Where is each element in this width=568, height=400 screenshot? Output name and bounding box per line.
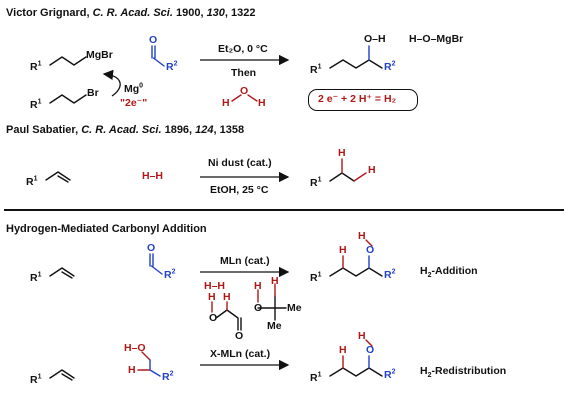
product-r1: R1 (310, 63, 322, 76)
sabatier-r1: R1 (26, 175, 38, 188)
redistribution-product-h: H (339, 344, 347, 356)
redistribution-product-r2: R2 (384, 368, 396, 381)
grignard-page: , 1322 (224, 7, 256, 19)
ethane-h-top: H (338, 147, 346, 159)
ipa-o: O (254, 302, 263, 314)
redistribution-product-bonds (329, 367, 383, 377)
addition-product-h: H (339, 244, 347, 256)
alkene-bonds (45, 171, 71, 183)
grignard-conditions: Et₂O, 0 °C (218, 43, 268, 55)
aldehyde-r2: R2 (166, 60, 178, 73)
ethane-h-right: H (368, 164, 376, 176)
electron-proton-text: 2 e⁻ + 2 H⁺ = H₂ (318, 93, 397, 105)
water-h2: H (258, 97, 266, 109)
water-h1: H (222, 97, 230, 109)
grignard-year: 1900, (175, 7, 204, 19)
addition-aldehyde-o: O (147, 242, 156, 254)
sabatier-year: 1896, (164, 124, 193, 136)
isopropanol-bonds (257, 295, 287, 321)
formic-o2: O (235, 330, 244, 342)
addition-h2: H–H (204, 280, 226, 292)
water-o: O (240, 85, 249, 97)
addition-alkene-bonds (49, 267, 75, 279)
ipa-me2: Me (267, 320, 282, 332)
sabatier-page: , 1358 (213, 124, 245, 136)
aldehyde-bonds (151, 45, 165, 67)
product-r2: R2 (384, 60, 396, 73)
ipa-h1: H (254, 280, 262, 292)
sabatier-journal: C. R. Acad. Sci. (81, 124, 162, 136)
addition-r2: R2 (164, 268, 176, 281)
water-bonds (231, 94, 258, 102)
addition-product-bonds (329, 267, 383, 277)
sabatier-header: Paul Sabatier, C. R. Acad. Sci. 1896, 12… (6, 125, 244, 136)
hydrogen-h2: H–H (142, 170, 164, 182)
ethane-h-bonds (341, 158, 367, 182)
redistribution-r1: R1 (30, 373, 42, 386)
electrons-label: "2e⁻" (120, 97, 148, 109)
addition-product-o: O (366, 244, 375, 256)
ethane-r1: R1 (310, 176, 322, 189)
ipa-me1: Me (287, 302, 302, 314)
curved-arrow (102, 69, 121, 97)
aldehyde-o: O (149, 34, 158, 46)
redistribution-product-r1: R1 (310, 371, 322, 384)
grignard-author: Victor Grignard, (6, 7, 90, 19)
redistribution-ho: H–O (124, 342, 146, 354)
redistribution-product-oh-h: H (358, 330, 366, 342)
alkyl-bromide-bonds (49, 94, 87, 104)
grignard-header: Victor Grignard, C. R. Acad. Sci. 1900, … (6, 8, 256, 19)
grignard-reagent-bonds (49, 56, 87, 66)
grignard-then: Then (231, 67, 257, 79)
h2-addition-label: H2-Addition (420, 265, 478, 280)
addition-r1: R1 (30, 271, 42, 284)
product-hmg: H–O–MgBr (409, 33, 464, 45)
redistribution-r2: R2 (162, 370, 174, 383)
addition-aldehyde-bonds (149, 253, 163, 275)
grignard-mgbr: MgBr (86, 49, 113, 61)
sabatier-author: Paul Sabatier, (6, 124, 79, 136)
redistribution-alcohol-c-bonds (149, 359, 161, 377)
ethane-bonds (329, 172, 355, 182)
redistribution-alkene-bonds (49, 369, 75, 381)
grignard-journal: C. R. Acad. Sci. (92, 7, 173, 19)
isopropanol-h-bonds (257, 283, 276, 303)
product-oh: O–H (364, 33, 386, 45)
sabatier-catalyst: Ni dust (cat.) (208, 157, 272, 169)
sabatier-volume: 124 (195, 124, 214, 136)
addition-catalyst: MLn (cat.) (220, 255, 270, 267)
addition-product-oh-h: H (358, 230, 366, 242)
redistribution-catalyst: X-MLn (cat.) (210, 348, 271, 360)
formic-acid-h-bonds (211, 301, 228, 313)
electron-proton-box (308, 89, 418, 111)
redistribution-product-oh-bond (365, 339, 373, 347)
addition-product-oh-bond (365, 239, 373, 247)
redistribution-h: H (128, 364, 136, 376)
grignard-volume: 130 (206, 7, 225, 19)
bromide-br: Br (87, 87, 99, 99)
redistribution-product-o: O (366, 344, 375, 356)
formic-o1: O (209, 312, 218, 324)
addition-product-r2: R2 (384, 268, 396, 281)
redistribution-alcohol-bonds (137, 351, 151, 371)
grignard-r1: R1 (30, 60, 42, 73)
bromide-r1: R1 (30, 98, 42, 111)
addition-product-r1: R1 (310, 271, 322, 284)
sabatier-solvent: EtOH, 25 °C (210, 184, 269, 196)
magnesium-label: Mg0 (124, 82, 144, 95)
grignard-product-bonds (329, 59, 383, 69)
formic-h2: H (223, 291, 231, 303)
formic-h1: H (208, 291, 216, 303)
ipa-h2: H (271, 275, 279, 287)
formic-acid-bonds (215, 309, 242, 331)
h2-redistribution-label: H2-Redistribution (420, 365, 507, 380)
hydrogen-mediated-header: Hydrogen-Mediated Carbonyl Addition (6, 223, 207, 235)
